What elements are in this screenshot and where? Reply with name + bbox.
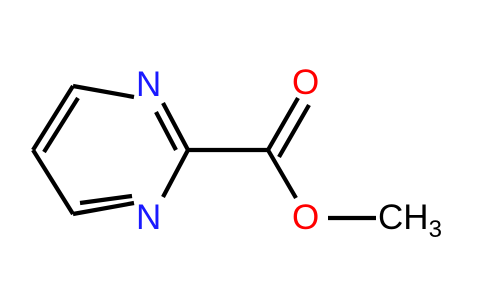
methyl-label: CH3 (378, 198, 442, 243)
methyl-c: C (378, 198, 403, 237)
bond-c2-n1-inner (154, 111, 178, 151)
bond-c4-n3 (72, 200, 135, 217)
bond-n3-c2 (161, 149, 190, 198)
bond-c6-c5-inner (42, 96, 80, 154)
methyl-h: H (403, 198, 428, 237)
bond-c5-c4 (31, 148, 75, 216)
methyl-subscript: 3 (429, 216, 442, 243)
atom-n-bottom: N (136, 198, 161, 237)
bond-n1-c6 (72, 83, 135, 100)
bond-c6-c5 (31, 84, 75, 152)
bond-c-o-single (266, 148, 298, 200)
atom-o-ester: O (292, 198, 319, 237)
bond-c-o-double-a (266, 96, 300, 152)
bond-c-o-double-b (277, 103, 311, 159)
bond-c4-n3-inner (79, 193, 133, 206)
ester-group (188, 96, 376, 221)
pyrimidine-ring (31, 83, 190, 217)
bond-c2-n1 (161, 102, 190, 151)
atom-o-carbonyl: O (292, 63, 319, 102)
atom-n-top: N (136, 65, 161, 104)
